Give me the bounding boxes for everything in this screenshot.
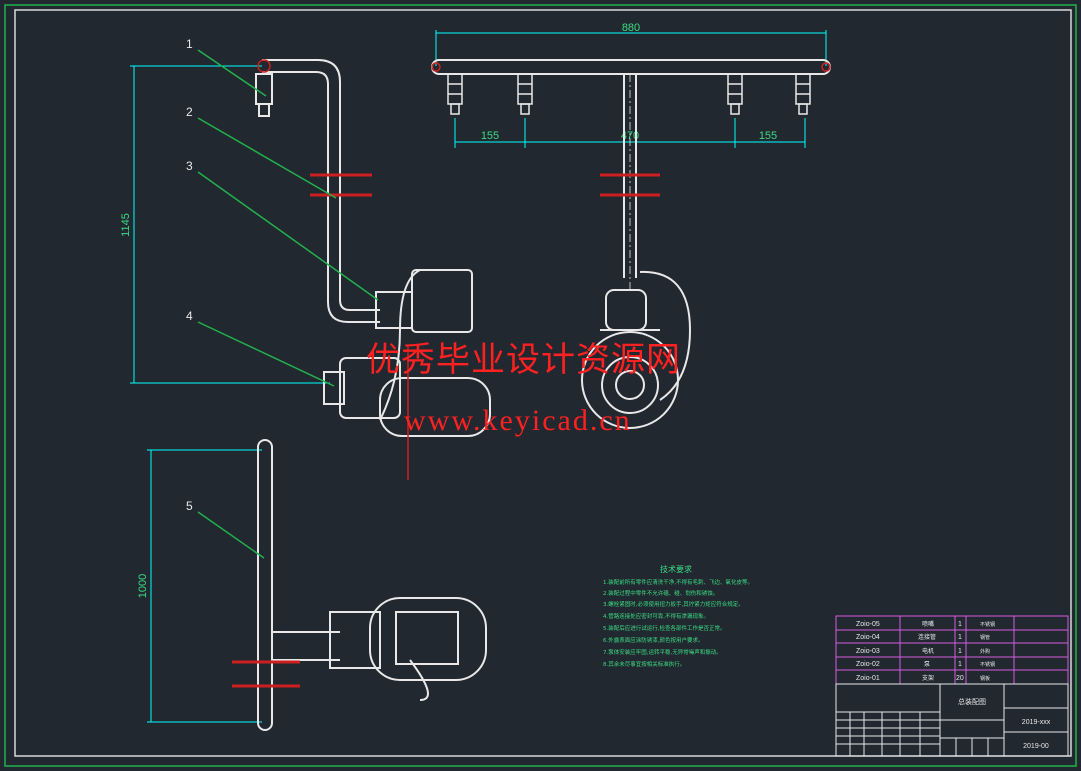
- part-name: 连接管: [918, 633, 936, 641]
- part-qty: 20: [956, 675, 964, 682]
- dim-1145: 1145: [120, 213, 132, 237]
- balloon-5: 5: [186, 499, 193, 513]
- dim-880: 880: [622, 22, 640, 34]
- plan-view: 1000: [137, 439, 487, 731]
- part-name: 电机: [922, 647, 934, 655]
- note-line: 8.其余未尽事宜按相关标准执行。: [603, 660, 685, 668]
- part-name: 喷嘴: [922, 620, 934, 628]
- part-qty: 1: [958, 648, 962, 655]
- part-name: 支架: [922, 674, 934, 682]
- dim-470: 470: [621, 130, 639, 142]
- note-line: 6.外露表面应涂防锈漆,颜色按用户要求。: [603, 636, 704, 644]
- watermark-url: www.keyicad.cn: [404, 404, 632, 437]
- note-line: 1.装配前所有零件应清洗干净,不得有毛刺、飞边、氧化皮等。: [603, 578, 753, 586]
- part-note: 外购: [980, 648, 990, 655]
- balloon-labels: 1 2 3 4 5: [186, 37, 193, 513]
- title-block: 总装配图 2019-xxx 2019-00: [835, 683, 1069, 757]
- manifold-view: 880 155 470 155: [431, 22, 831, 429]
- part-name: 泵: [924, 661, 930, 668]
- note-line: 3.螺栓紧固时,必须使用扭力扳手,其拧紧力矩应符合规定。: [603, 600, 744, 608]
- balloon-4: 4: [186, 309, 193, 323]
- note-line: 2.装配过程中零件不允许磕、碰、划伤和锈蚀。: [603, 589, 718, 597]
- dim-155-left: 155: [481, 130, 499, 142]
- part-qty: 1: [958, 634, 962, 641]
- parts-list: Zoio-05 喷嘴 1 不锈钢 Zoio-04 连接管 1 钢管 Zoio-0…: [835, 615, 1069, 685]
- note-line: 7.泵体安装应牢固,运转平稳,无异常噪声和振动。: [603, 648, 722, 656]
- part-note: 钢板: [980, 675, 990, 682]
- outer-frame: [4, 4, 1077, 767]
- part-note: 钢管: [980, 634, 990, 641]
- dim-1000: 1000: [137, 574, 149, 598]
- part-qty: 1: [958, 621, 962, 628]
- note-line: 4.管路连接处应密封可靠,不得有渗漏现象。: [603, 612, 709, 620]
- note-line: 5.装配后应进行试运行,检查各部件工作是否正常。: [603, 624, 726, 632]
- balloon-3: 3: [186, 159, 193, 173]
- watermark-title: 优秀毕业设计资源网: [366, 340, 681, 380]
- part-code: Zoio-03: [856, 648, 880, 655]
- part-code: Zoio-01: [856, 675, 880, 682]
- part-qty: 1: [958, 661, 962, 668]
- technical-notes: 技术要求 1.装配前所有零件应清洗干净,不得有毛刺、飞边、氧化皮等。 2.装配过…: [603, 564, 753, 668]
- part-note: 不锈钢: [980, 621, 995, 628]
- inner-frame: [14, 9, 1072, 757]
- drawing-number: 2019-xxx: [1022, 719, 1051, 726]
- sheet-number: 2019-00: [1023, 743, 1049, 750]
- balloon-2: 2: [186, 105, 193, 119]
- part-note: 不锈钢: [980, 661, 995, 668]
- notes-title: 技术要求: [660, 564, 692, 574]
- dim-155-right: 155: [759, 130, 777, 142]
- part-code: Zoio-05: [856, 621, 880, 628]
- drawing-name: 总装配图: [958, 697, 986, 706]
- part-code: Zoio-04: [856, 634, 880, 641]
- balloon-1: 1: [186, 37, 193, 51]
- leaders: [197, 49, 379, 559]
- part-code: Zoio-02: [856, 661, 880, 668]
